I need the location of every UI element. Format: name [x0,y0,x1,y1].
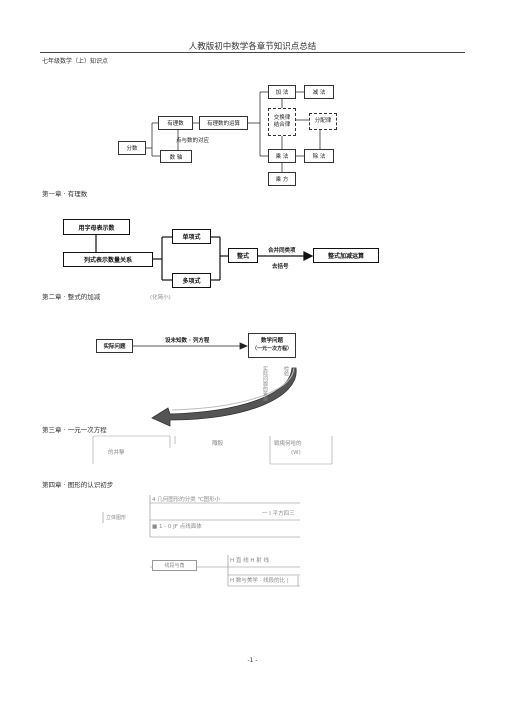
ch4-faint-a: 4 几何图形的分类 ℃图形小 [152,497,221,503]
ch3-faint-c: 戦痍何哈的 [274,441,302,447]
grade-title: 七年级数学（上）知识点 [42,58,109,65]
ch4-faint-d: 立体图形 [106,515,127,521]
ch4-faint-c: ■ 1 - 0 JF 点线面体 [152,524,202,530]
label-jiehe: 结合律 [273,122,291,128]
page-number: -1 - [247,657,258,664]
ch4-faint-b: 一 I 平方四三 [262,511,295,517]
ch3-faint-b: 陬毅 [212,441,224,447]
side-text-a: 实际问题的答案 [262,366,268,401]
box-fenpei: 分配律 [309,113,337,130]
box-zhengshi: 整式 [228,248,258,263]
box-duoxiang: 多项式 [172,273,211,288]
box-youlishu: 有理数 [158,116,193,130]
section-ch1: 第一章 · 有理数 [42,190,88,198]
header-rule [40,52,465,53]
ch4-faint-e: H 直 线 H 射 线 [230,558,270,564]
side-text-b: 检验 [283,366,289,376]
box-jiajian: 整式加减运算 [313,248,379,263]
box-shuzhou: 数 轴 [160,150,192,163]
box-yunsuan: 有理数的运算 [199,116,248,130]
label-yiyuan: （一元一次方程） [251,345,292,352]
box-liesi: 列式表示数量关系 [63,252,153,267]
box-jiafa: 加 法 [268,85,296,99]
faint-note: (化简小) [150,295,171,301]
section-ch4: 第四章 · 图形的认识初步 [42,481,114,489]
label-jiaohuan: 交换律 [273,114,291,121]
section-ch3: 第三章 · 一元一次方程 [42,426,107,434]
label-qukuohao: 去括号 [272,264,289,270]
label-duiying: 点与数的对应 [176,138,210,144]
box-danxiang: 单项式 [172,229,211,244]
box-jianfa: 减 法 [304,85,334,99]
box-fenshu: 分数 [118,141,146,155]
label-shuxue: 数学问题 [260,338,283,345]
ch4-box-f: 线段与角 [152,560,197,571]
box-chengfang: 乘 方 [268,172,296,186]
ch4-faint-g: H 数与美学 · 线段的比 | [230,578,289,584]
ch3-faint-a: 的并擊 [108,450,125,456]
box-jiaohuan-jiehe: 交换律 结合律 [268,108,296,136]
page-header-title: 人教版初中数学各章节知识点总结 [188,42,317,52]
box-chengfa: 乘 法 [268,149,296,163]
label-hebing: 合并同类项 [268,248,296,254]
box-zimu: 用字母表示数 [63,219,130,235]
box-chufa: 除 法 [304,149,334,163]
box-shiji: 实际问题 [96,339,133,353]
box-shuxue: 数学问题 （一元一次方程） [248,333,296,358]
label-shezhi: 设未知数 · 列方程 [165,338,210,344]
section-ch2: 第二章 · 整式的加减 [42,293,101,301]
ch3-faint-d: (W) [291,450,301,456]
